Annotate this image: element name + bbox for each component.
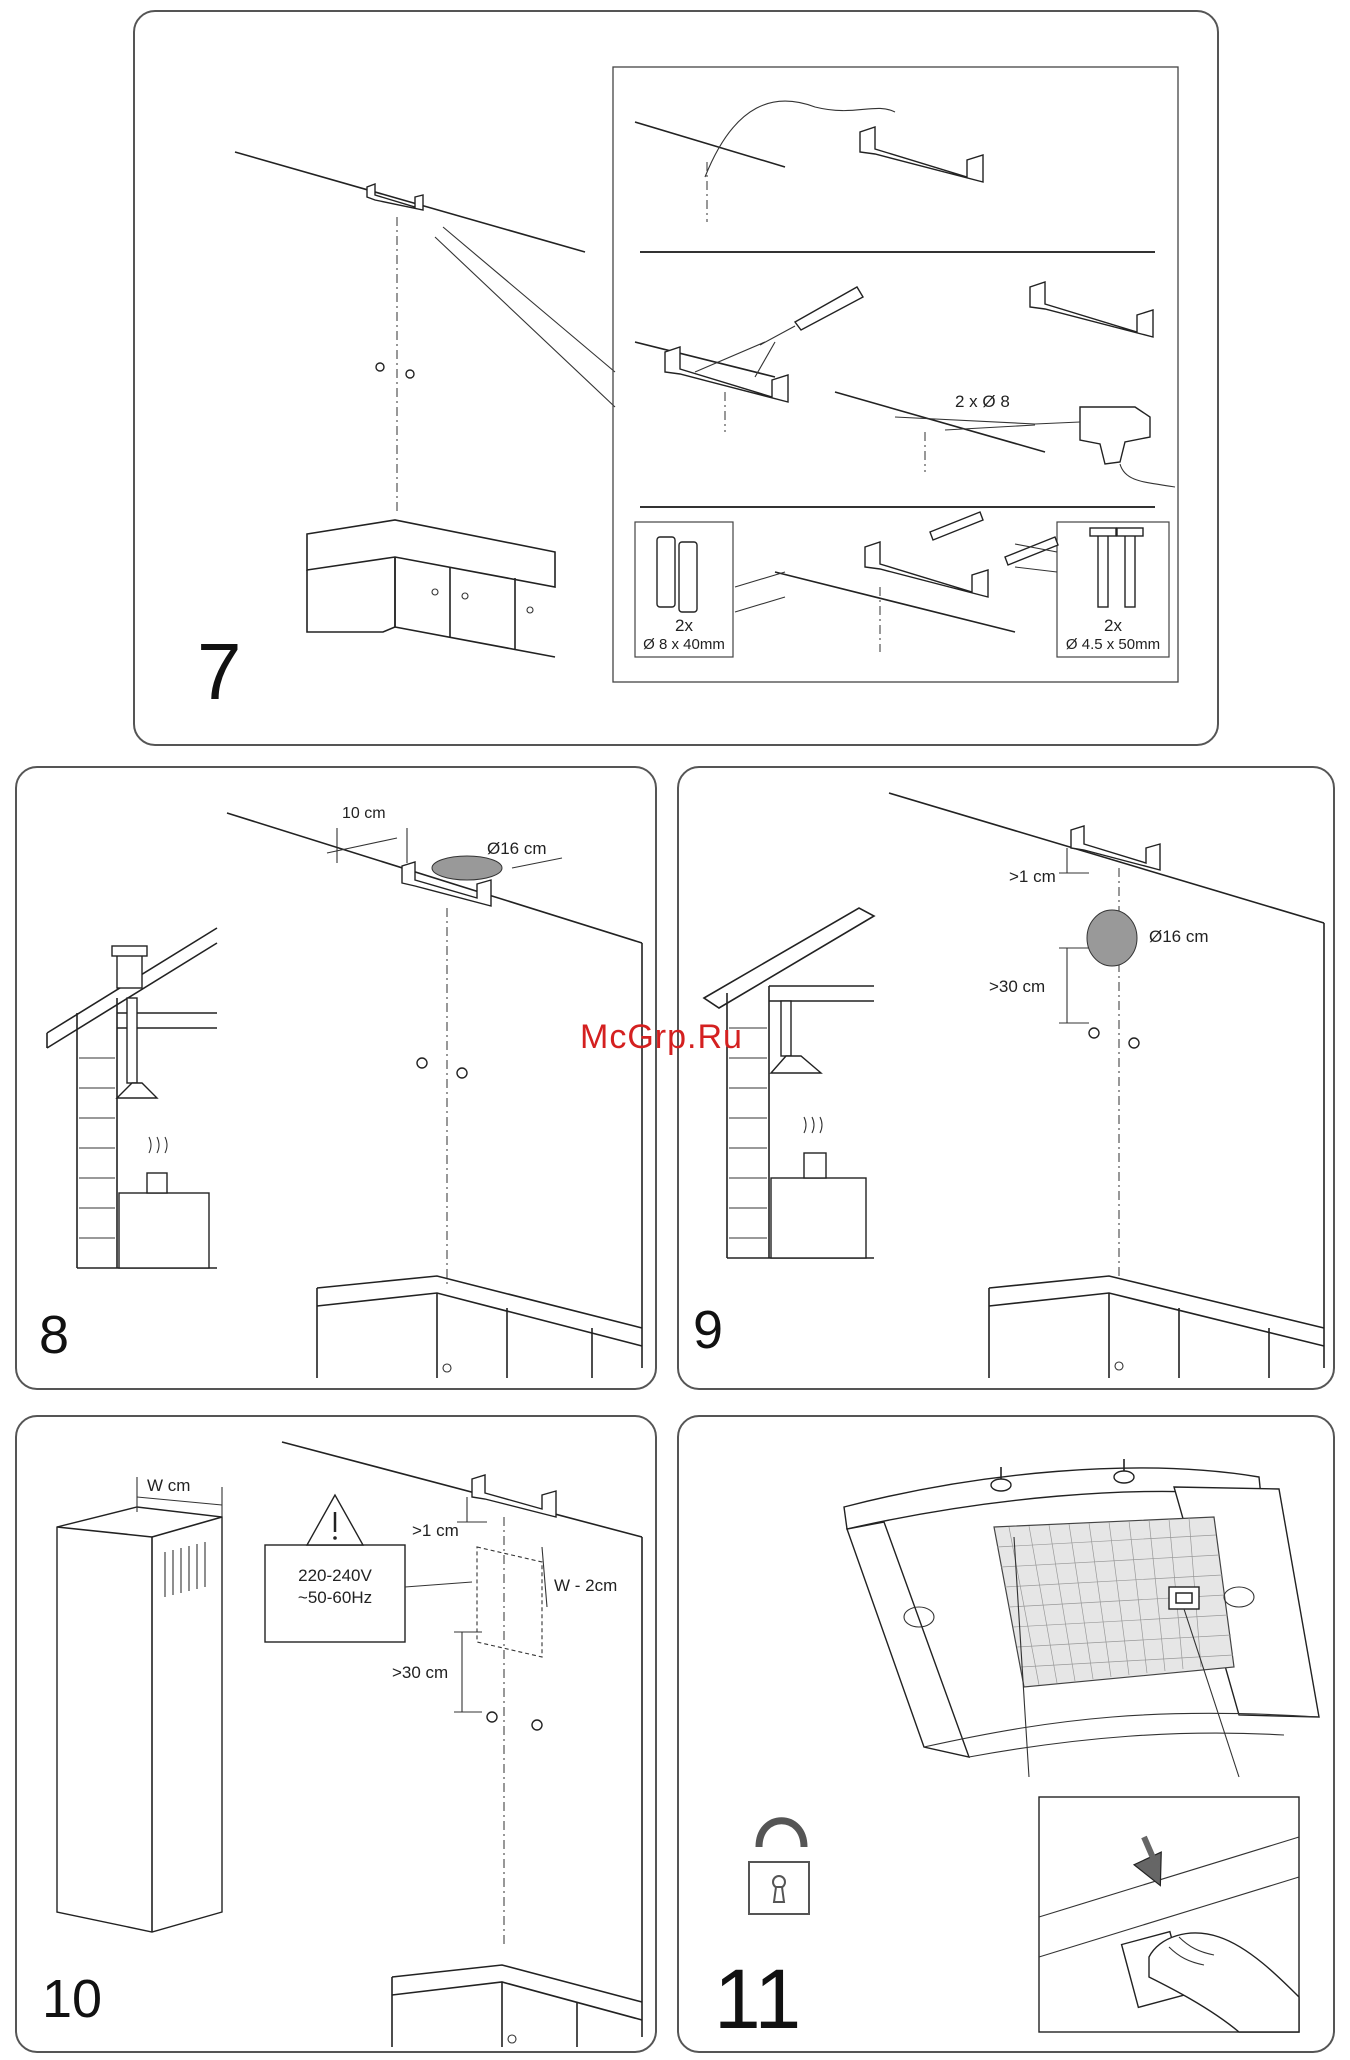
bracket-icon bbox=[665, 347, 788, 402]
bracket-icon bbox=[1030, 282, 1153, 337]
width-minus-label: W - 2cm bbox=[554, 1577, 617, 1594]
gap-bottom-label: >30 cm bbox=[989, 978, 1045, 995]
bracket-icon bbox=[1071, 826, 1160, 870]
watermark: McGrp.Ru bbox=[580, 1018, 743, 1057]
warning-icon bbox=[307, 1495, 363, 1545]
frequency-label: ~50-60Hz bbox=[267, 1589, 403, 1606]
step-9-illustration bbox=[679, 768, 1335, 1390]
screw-size-label: Ø 4.5 x 50mm bbox=[1053, 637, 1173, 652]
screw-qty-label: 2x bbox=[1057, 617, 1169, 634]
gap-top-label: >1 cm bbox=[1009, 868, 1056, 885]
unlock-icon bbox=[749, 1821, 809, 1914]
step-10-illustration bbox=[17, 1417, 657, 2053]
step-8-illustration bbox=[17, 768, 657, 1390]
step-10-panel: 10 W cm >1 cm 220-240V ~50-60Hz W - 2cm … bbox=[15, 1415, 657, 2053]
gap-top-label: >1 cm bbox=[412, 1522, 459, 1539]
voltage-label: 220-240V bbox=[267, 1567, 403, 1584]
step-number-8: 8 bbox=[39, 1308, 69, 1362]
bracket-icon bbox=[865, 542, 988, 597]
screwdriver-icon bbox=[760, 287, 863, 345]
hole-diameter-label: Ø16 cm bbox=[1149, 928, 1209, 945]
plug-qty-label: 2x bbox=[635, 617, 733, 634]
step-7-panel: 2 x Ø 8 7 2x Ø 8 x 40mm 2x Ø 4.5 x 50mm bbox=[133, 10, 1219, 746]
width-label: W cm bbox=[147, 1477, 190, 1494]
drill-label: 2 x Ø 8 bbox=[955, 392, 1010, 411]
offset-label: 10 cm bbox=[342, 806, 386, 822]
step-11-panel: 11 bbox=[677, 1415, 1335, 2053]
step-number-10: 10 bbox=[42, 1972, 102, 2026]
step-number-7: 7 bbox=[197, 632, 242, 712]
step-8-panel: 8 10 cm Ø16 cm bbox=[15, 766, 657, 1390]
step-number-9: 9 bbox=[693, 1303, 723, 1357]
gap-bottom-label: >30 cm bbox=[392, 1664, 448, 1681]
drill-icon bbox=[1035, 407, 1175, 487]
hole-diameter-label: Ø16 cm bbox=[487, 840, 547, 857]
bracket-icon bbox=[472, 1475, 556, 1517]
step-number-11: 11 bbox=[714, 1957, 801, 2041]
bracket-icon bbox=[860, 127, 983, 182]
step-9-panel: 9 >1 cm Ø16 cm >30 cm bbox=[677, 766, 1335, 1390]
plug-size-label: Ø 8 x 40mm bbox=[630, 637, 738, 652]
